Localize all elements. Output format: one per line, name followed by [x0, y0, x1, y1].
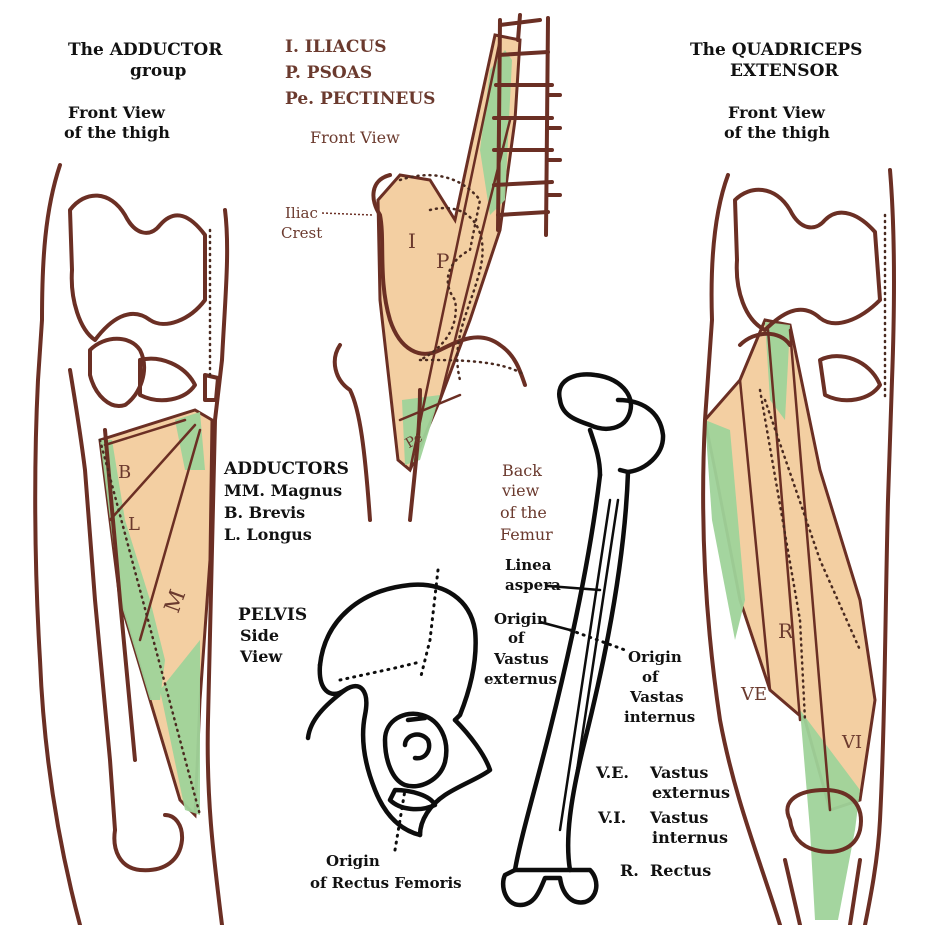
back-view-1: Back	[502, 461, 542, 480]
legend-vi-abbr: V.I.	[597, 808, 626, 827]
legend-vi-2: internus	[652, 828, 728, 847]
adductors-magnus: MM. Magnus	[224, 481, 342, 500]
femur-condyles	[503, 870, 596, 905]
label-l: L	[128, 514, 140, 535]
linea-1: Linea	[505, 556, 552, 574]
quadriceps-figure: R VE VI	[703, 170, 894, 925]
label-vi: VI	[841, 732, 862, 753]
origin-int-2: of	[642, 668, 660, 686]
legend-psoas: P. PSOAS	[285, 63, 372, 83]
origin-int-4: internus	[624, 708, 695, 726]
label-ve: VE	[740, 684, 767, 705]
pelvis-view: View	[239, 647, 283, 666]
adductor-subtitle: group	[130, 61, 187, 81]
quadriceps-title: The QUADRICEPS	[690, 40, 862, 60]
legend-ve-1: Vastus	[649, 763, 708, 782]
quadriceps-subtitle: EXTENSOR	[730, 61, 839, 81]
quadriceps-view-2: of the thigh	[724, 123, 830, 142]
iliac-crest-2: Crest	[281, 224, 322, 242]
femur-neck	[618, 400, 663, 472]
pelvis-ilium	[320, 585, 476, 720]
label-b: B	[118, 462, 131, 483]
legend-pectineus: Pe. PECTINEUS	[285, 89, 435, 109]
origin-ext-3: Vastus	[493, 650, 549, 668]
pelvis-figure	[308, 570, 490, 850]
origin-ext-1: Origin	[494, 610, 548, 628]
pelvis-origin-2: of Rectus Femoris	[310, 874, 462, 892]
linea-2: aspera	[505, 576, 561, 594]
pelvis-side: Side	[240, 626, 279, 645]
origin-int-1: Origin	[628, 648, 682, 666]
legend-r-name: Rectus	[650, 861, 711, 880]
label-i: I	[408, 229, 416, 253]
quadriceps-view-1: Front View	[728, 103, 826, 122]
back-view-2: view	[501, 481, 540, 500]
back-view-3: of the	[500, 503, 547, 522]
legend-ve-abbr: V.E.	[595, 763, 629, 782]
adductor-view-2: of the thigh	[64, 123, 170, 142]
iliac-crest-leader	[322, 213, 372, 215]
pelvis-title: PELVIS	[238, 605, 307, 625]
pelvis-acetabulum	[385, 714, 446, 787]
quadriceps-pelvis	[735, 190, 880, 330]
legend-ve-2: externus	[652, 783, 730, 802]
legend-iliacus: I. ILIACUS	[285, 37, 386, 57]
adductor-title: The ADDUCTOR	[68, 40, 223, 60]
pelvis-ischium	[420, 720, 490, 835]
pelvis-origin-1: Origin	[326, 852, 380, 870]
legend-r-abbr: R.	[620, 861, 639, 880]
adductors-brevis: B. Brevis	[224, 503, 305, 522]
origin-int-3: Vastas	[629, 688, 684, 706]
adductors-heading: ADDUCTORS	[223, 459, 349, 479]
label-r: R	[778, 619, 794, 643]
pelvis-dots-horizontal	[340, 662, 420, 680]
femur-figure	[503, 374, 663, 905]
back-view-4: Femur	[500, 525, 553, 544]
adductor-knee	[114, 815, 182, 870]
adductors-longus: L. Longus	[224, 525, 312, 544]
adductor-pelvis	[70, 196, 205, 340]
iliac-crest-1: Iliac	[285, 204, 318, 222]
origin-ext-2: of	[508, 629, 526, 647]
origin-ext-4: externus	[484, 670, 557, 688]
adductor-view-1: Front View	[68, 103, 166, 122]
label-p: P	[436, 249, 449, 273]
iliopsoas-view: Front View	[310, 128, 400, 147]
adductor-figure: B L M	[35, 165, 227, 925]
legend-vi-1: Vastus	[649, 808, 708, 827]
